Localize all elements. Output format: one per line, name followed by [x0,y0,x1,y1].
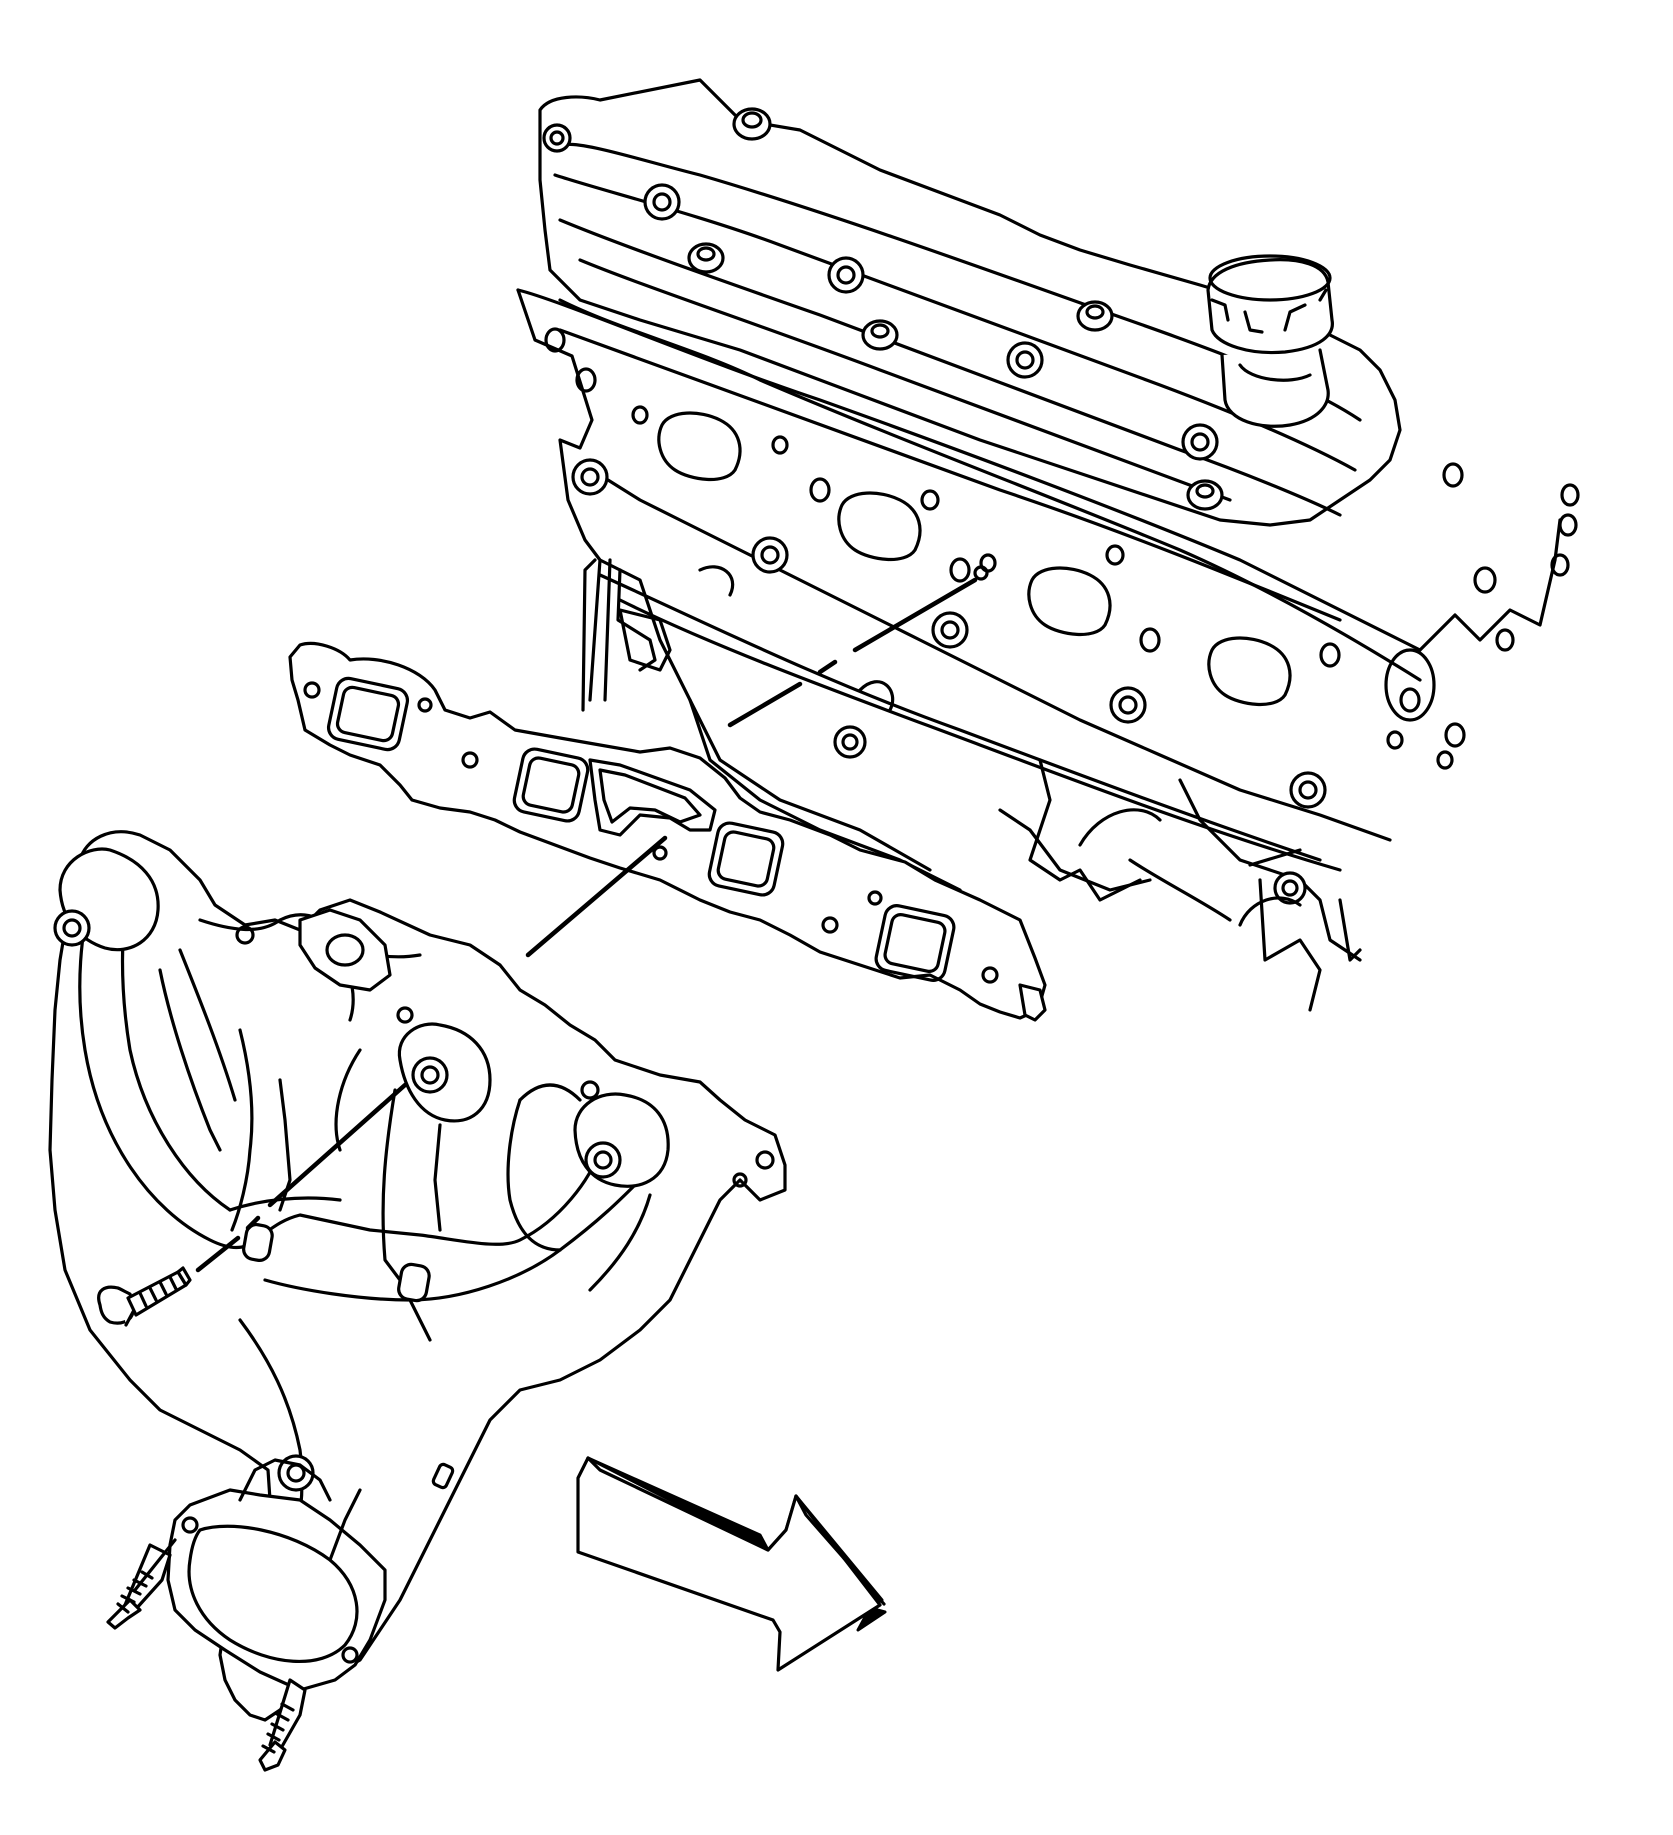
oil-fill-cap [1206,254,1334,428]
manifold-bolt [97,1266,192,1327]
cylinder-head [516,288,1580,1012]
exhaust-stud-icon [106,1538,307,1772]
alignment-lines [195,565,989,1273]
exhaust-manifold-gasket [288,641,1047,1022]
front-direction-arrow [576,1456,887,1672]
exhaust-manifold [48,830,787,1722]
valve-cover-bolt-icon [542,107,1224,511]
valve-cover [538,78,1402,527]
head-bolt-icon [571,458,1327,905]
